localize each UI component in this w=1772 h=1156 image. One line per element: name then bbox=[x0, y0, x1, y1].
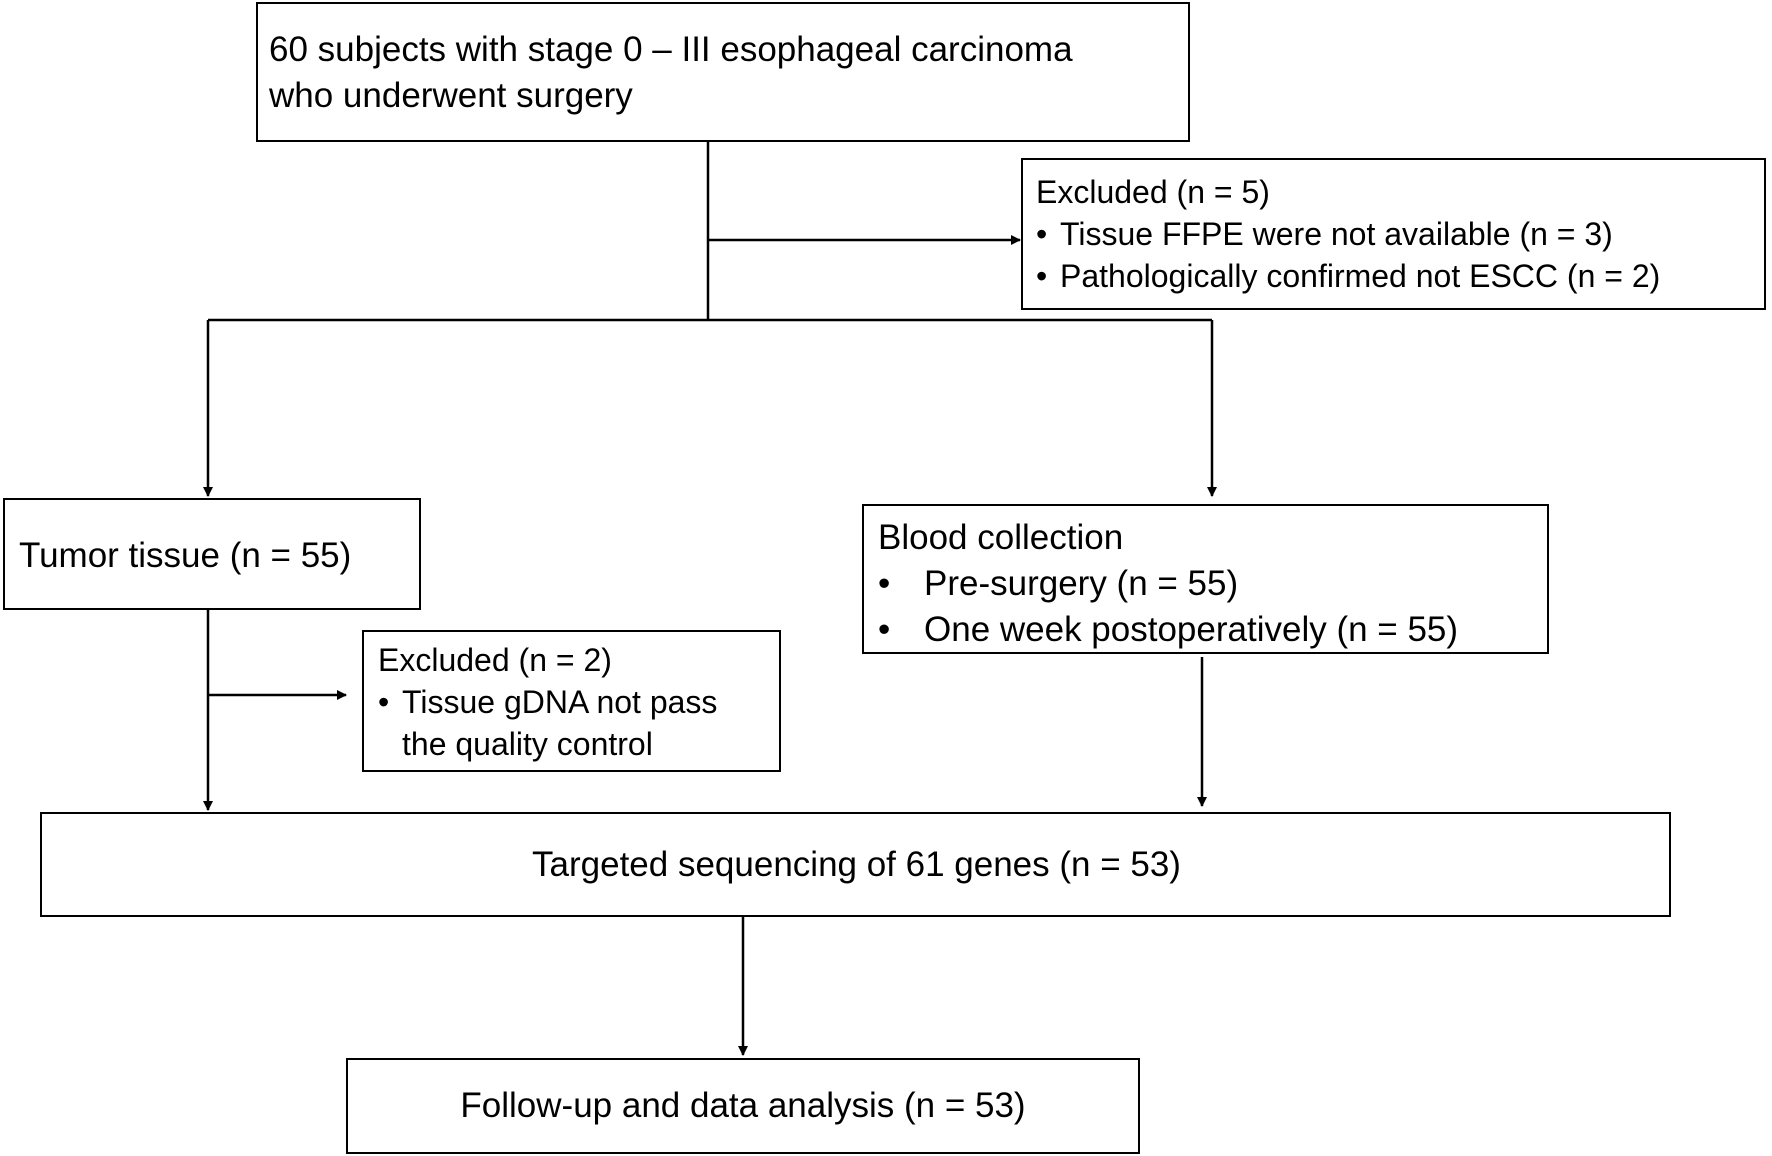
exclusion1-item-text: Tissue FFPE were not available (n = 3) bbox=[1060, 216, 1613, 252]
exclusion1-item-text: Pathologically confirmed not ESCC (n = 2… bbox=[1060, 258, 1661, 294]
sequencing-label: Targeted sequencing of 61 genes (n = 53) bbox=[532, 844, 1181, 884]
start-box: 60 subjects with stage 0 – III esophagea… bbox=[256, 2, 1190, 142]
start-line-2: who underwent surgery bbox=[269, 76, 633, 115]
exclusion1-item-1: • Tissue FFPE were not available (n = 3) bbox=[1036, 216, 1613, 253]
blood-item-text: One week postoperatively (n = 55) bbox=[924, 610, 1459, 649]
exclusion1-box: Excluded (n = 5) • Tissue FFPE were not … bbox=[1021, 158, 1766, 310]
bullet: • bbox=[878, 564, 891, 603]
exclusion2-item-text: Tissue gDNA not pass bbox=[402, 684, 718, 720]
blood-item-1: • Pre-surgery (n = 55) bbox=[878, 564, 1238, 604]
exclusion1-title: Excluded (n = 5) bbox=[1036, 174, 1270, 210]
exclusion1-item-2: • Pathologically confirmed not ESCC (n =… bbox=[1036, 258, 1660, 295]
blood-collection-box: Blood collection • Pre-surgery (n = 55) … bbox=[862, 504, 1549, 654]
tumor-tissue-box: Tumor tissue (n = 55) bbox=[3, 498, 421, 610]
tumor-tissue-label: Tumor tissue (n = 55) bbox=[19, 536, 352, 575]
sequencing-box: Targeted sequencing of 61 genes (n = 53) bbox=[40, 812, 1671, 917]
blood-item-2: • One week postoperatively (n = 55) bbox=[878, 610, 1458, 650]
exclusion2-item: • Tissue gDNA not pass bbox=[378, 684, 717, 721]
bullet: • bbox=[378, 684, 390, 720]
blood-item-text: Pre-surgery (n = 55) bbox=[924, 564, 1239, 603]
exclusion2-item-continuation: the quality control bbox=[402, 726, 653, 762]
followup-label: Follow-up and data analysis (n = 53) bbox=[460, 1086, 1026, 1125]
start-line-1: 60 subjects with stage 0 – III esophagea… bbox=[269, 30, 1073, 69]
bullet: • bbox=[1036, 216, 1048, 252]
exclusion2-box: Excluded (n = 2) • Tissue gDNA not pass … bbox=[362, 630, 781, 772]
followup-box: Follow-up and data analysis (n = 53) bbox=[346, 1058, 1140, 1154]
blood-collection-title: Blood collection bbox=[878, 518, 1124, 557]
exclusion2-title: Excluded (n = 2) bbox=[378, 642, 612, 678]
bullet: • bbox=[878, 610, 891, 649]
bullet: • bbox=[1036, 258, 1048, 294]
